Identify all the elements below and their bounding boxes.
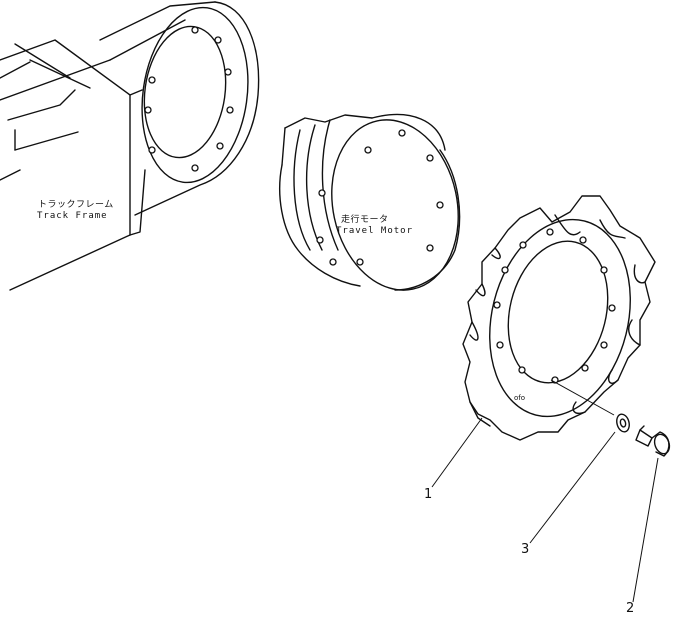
callout-3-washer: 3 [521, 542, 530, 557]
callout-2-bolt: 2 [626, 601, 635, 616]
sprocket: ofo [462, 195, 656, 441]
track-frame-label-en: Track Frame [37, 211, 108, 221]
travel-motor-label-jp: 走行モータ [341, 215, 389, 225]
washer [616, 413, 630, 433]
bolt [635, 425, 671, 457]
callout-1-sprocket: 1 [424, 487, 433, 502]
svg-text:ofo: ofo [514, 394, 525, 402]
track-frame-label-jp: トラックフレーム [38, 200, 114, 210]
track-frame [0, 1, 260, 291]
leader-lines [431, 379, 659, 603]
travel-motor-label-en: Travel Motor [336, 226, 414, 236]
travel-motor [279, 113, 461, 291]
